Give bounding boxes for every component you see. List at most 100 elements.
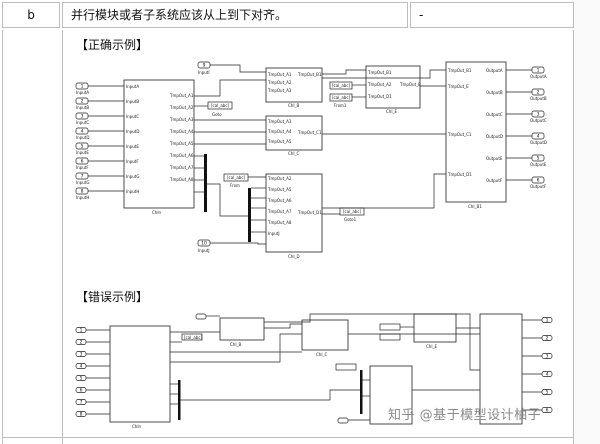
chin-output-labels: TmpOut_A1TmpOut_A2TmpOut_A3TmpOut_A4TmpO… <box>169 93 194 182</box>
wrong-inport-number: 7 <box>80 400 83 406</box>
chf-input-label: TmpOut_B1 <box>447 68 472 73</box>
chin-input-label: InputH <box>126 189 139 194</box>
table-row-header: b 并行模块或者子系统应该从上到下对齐。 - <box>0 0 600 30</box>
from-label: From <box>230 183 240 188</box>
row-id-cell: b <box>2 2 60 28</box>
chd-port-label: TmpOut_A5 <box>267 187 292 192</box>
chf-input-label: TmpOut_D1 <box>447 172 472 177</box>
inport-number: 1 <box>81 84 84 90</box>
inport-number: 3 <box>81 114 84 120</box>
wrong-mux-bar-2 <box>360 370 363 414</box>
outport-label: OutputD <box>530 140 547 145</box>
inport-label: InputE <box>76 150 89 155</box>
chf-name: ChI_B1 <box>468 204 482 209</box>
inport-number: 7 <box>81 174 84 180</box>
from-tag-text: [cal_abc] <box>227 175 246 180</box>
chc-port-2: TmpOut_A4 <box>267 129 292 134</box>
chin-input-label: InputD <box>126 129 139 134</box>
from1-tag-a <box>329 81 353 90</box>
wrong-goto <box>181 333 203 341</box>
outport-number: 1 <box>537 68 540 74</box>
goto1-tag-text: [cal_abc] <box>343 209 362 214</box>
chd-port-label: InputJ <box>268 231 280 236</box>
wrong-inport-number: 3 <box>80 352 83 358</box>
signal-wires <box>194 64 446 245</box>
correct-example-title: 【正确示例】 <box>76 38 149 52</box>
page-margin <box>574 0 600 444</box>
outport-label: OutputB <box>530 96 547 101</box>
chin-output-label: TmpOut_A2 <box>169 105 194 110</box>
chin-input-label: InputF <box>126 159 139 164</box>
chin-output-label: TmpOut_A6 <box>169 153 194 158</box>
wrong-outport-5 <box>541 389 553 395</box>
chd-out: TmpOut_D1 <box>297 210 322 215</box>
chin-output-label: TmpOut_A5 <box>169 141 194 146</box>
chd-port-label: TmpOut_A7 <box>267 209 292 214</box>
chd-port-label: TmpOut_A2 <box>267 176 292 181</box>
wrong-chb-block <box>219 317 265 341</box>
inport-number: 5 <box>81 144 84 150</box>
wrong-chb-name: ChI_B <box>230 342 242 347</box>
che-port-3: TmpOut_D1 <box>367 94 392 99</box>
chin-block <box>123 79 195 209</box>
chf-input-label: TmpOut_E <box>447 84 469 89</box>
wrong-inport-number: 2 <box>80 340 83 346</box>
chin-output-label: TmpOut_A1 <box>169 93 194 98</box>
chc-name: ChI_C <box>288 151 300 156</box>
wrong-chin-block <box>109 325 171 423</box>
chf-output-label: OutputB <box>486 90 503 95</box>
outport-6 <box>531 176 545 184</box>
chd-port-labels: TmpOut_A2TmpOut_A5TmpOut_A6TmpOut_A7TmpO… <box>267 176 292 236</box>
wrong-chd-block <box>369 365 413 425</box>
mux-bar-1 <box>204 154 207 212</box>
chb-name: ChI_B <box>288 103 300 108</box>
chb-port-3: TmpOut_A3 <box>267 88 292 93</box>
from1-tag-a-text: [cal_abc] <box>332 83 351 88</box>
wrong-inport-9 <box>195 313 207 320</box>
chc-port-3: TmpOut_A5 <box>267 139 292 144</box>
chf-output-label: OutputE <box>486 156 503 161</box>
wrong-che-block <box>413 313 457 343</box>
chf-output-label: OutputD <box>486 134 503 139</box>
outport-number: 4 <box>537 134 540 140</box>
outport-3 <box>531 110 545 118</box>
chf-block <box>445 61 507 203</box>
chd-port-label: TmpOut_A6 <box>267 198 292 203</box>
outport-5 <box>531 154 545 162</box>
chd-block <box>265 173 323 253</box>
inport-number: 8 <box>81 189 84 195</box>
wrong-from <box>335 363 357 371</box>
inport-number: 4 <box>81 129 84 135</box>
wrong-outport-3 <box>541 353 553 359</box>
wrong-inport-number: 1 <box>80 328 83 334</box>
watermark: 知乎 @基于模型设计柚子 <box>388 408 542 423</box>
chb-port-1: TmpOut_A1 <box>267 72 292 77</box>
chin-output-label: TmpOut_A3 <box>169 117 194 122</box>
inport-10-number: 10 <box>201 241 207 247</box>
wrong-outport-number: 1 <box>546 318 549 324</box>
inport-label: InputH <box>76 195 89 200</box>
outport-number: 5 <box>537 156 540 162</box>
chin-input-label: InputG <box>126 174 139 179</box>
chin-output-label: TmpOut_A8 <box>169 177 194 182</box>
from1-tag-b <box>329 93 353 102</box>
inport-9-label: InputI <box>198 70 210 75</box>
chc-port-1: TmpOut_A3 <box>267 119 292 124</box>
chin-input-label: InputB <box>126 99 139 104</box>
chin-block-name: ChIn <box>152 210 162 215</box>
wrong-outport-number: 3 <box>546 354 549 360</box>
inport-number: 6 <box>81 159 84 165</box>
chin-input-label: InputE <box>126 144 139 149</box>
inport-9-number: 9 <box>203 63 206 69</box>
chin-input-labels: InputAInputBInputCInputDInputEInputFInpu… <box>126 84 139 194</box>
from-tag <box>223 173 249 182</box>
che-name: ChI_E <box>386 109 398 114</box>
outport-4 <box>531 132 545 140</box>
inport-group: 1InputA2InputB3InputC4InputD5InputE6Inpu… <box>75 82 124 200</box>
wrong-inport-number: 6 <box>80 388 83 394</box>
inport-label: InputF <box>76 165 89 170</box>
